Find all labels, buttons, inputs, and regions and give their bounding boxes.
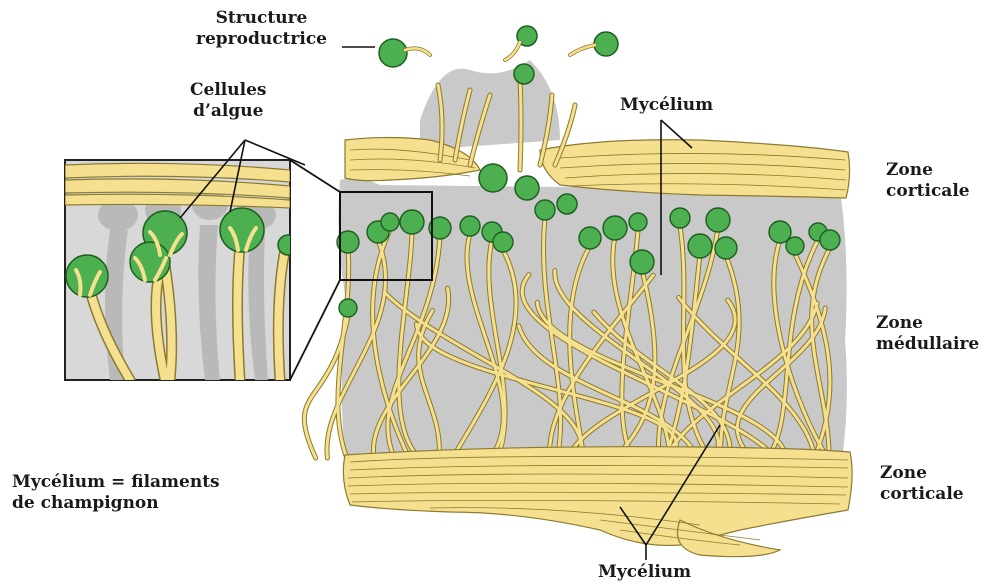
inset-magnified-view (65, 160, 298, 380)
algae-cell (820, 230, 840, 250)
legend-mycelium-definition: Mycélium = filamentsde champignon (12, 472, 220, 514)
algae-cell (493, 232, 513, 252)
label-zone-medullaire: Zonemédullaire (876, 313, 979, 355)
reproductive-stalks-fill (405, 42, 595, 60)
label-zone-corticale-bottom: Zonecorticale (880, 463, 964, 505)
label-reproductive-structure: Structurereproductrice (196, 8, 327, 50)
algae-cell (535, 200, 555, 220)
algae-cell (670, 208, 690, 228)
algae-cell (460, 216, 480, 236)
algae-cell (786, 237, 804, 255)
label-zone-corticale-top: Zonecorticale (886, 160, 970, 202)
algae-cell (630, 250, 654, 274)
algae-cell (339, 299, 357, 317)
label-algae-cells: Cellulesd’algue (190, 80, 266, 122)
algae-cell (381, 213, 399, 231)
zoom-connector-lines (290, 160, 340, 380)
label-mycelium-top: Mycélium (620, 95, 713, 116)
algae-cell (715, 237, 737, 259)
algae-cell (629, 213, 647, 231)
algae-cell (400, 210, 424, 234)
algae-cell (706, 208, 730, 232)
lower-cortex (343, 447, 852, 557)
algae-cell (579, 227, 601, 249)
reproductive-stalks (405, 42, 595, 60)
algae-cell (688, 234, 712, 258)
algae-cell (603, 216, 627, 240)
label-mycelium-bottom: Mycélium (598, 562, 691, 583)
